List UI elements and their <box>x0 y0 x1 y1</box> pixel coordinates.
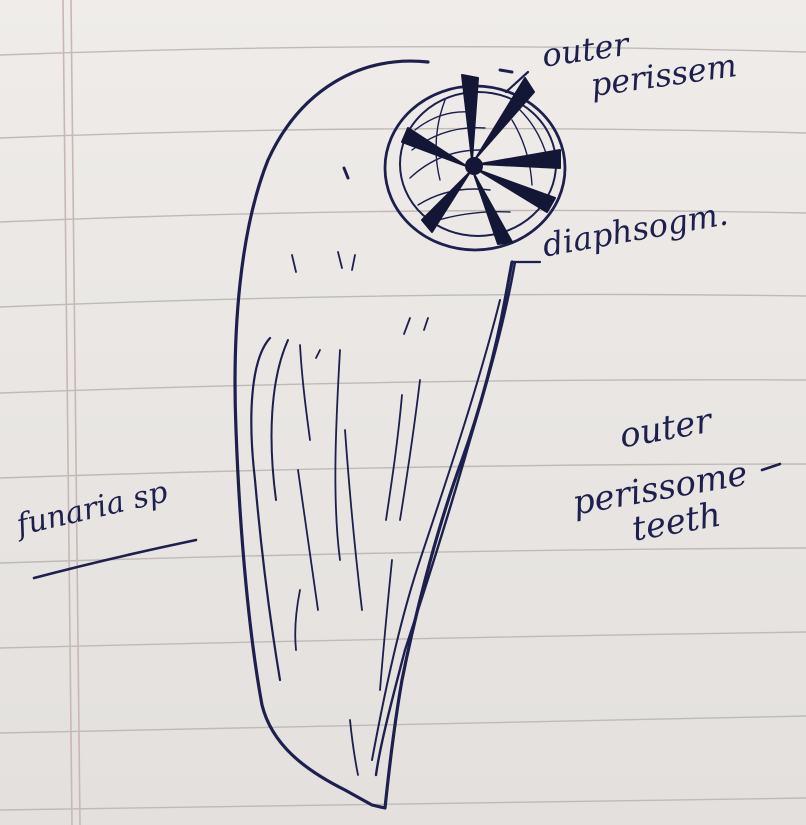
pointer-teeth <box>762 464 780 470</box>
margin-lines <box>63 0 80 825</box>
funaria-underline <box>34 540 196 578</box>
capsule-streaks <box>292 252 428 775</box>
capsule-left-contour <box>251 338 280 680</box>
peristome-disc <box>385 75 565 250</box>
capsule-inner-wall <box>376 262 515 775</box>
